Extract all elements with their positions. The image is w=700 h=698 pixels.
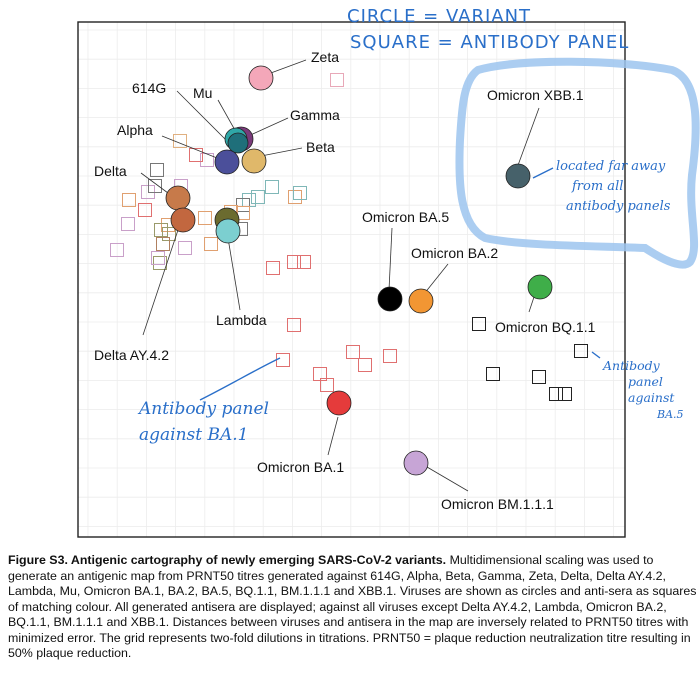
xbb-note-arrow [532, 167, 554, 179]
antiserum-square [189, 148, 203, 162]
antiserum-square [293, 186, 307, 200]
antiserum-square [383, 349, 397, 363]
antiserum-square [558, 387, 572, 401]
label-ba2: Omicron BA.2 [411, 245, 498, 261]
virus-alpha [214, 149, 240, 175]
note-xbb-l3: antibody panels [566, 199, 671, 214]
label-xbb1: Omicron XBB.1 [487, 87, 584, 103]
note-ba1-l1: Antibody panel [137, 399, 269, 419]
antiserum-square [122, 193, 136, 207]
antiserum-square [287, 255, 301, 269]
caption-title: Figure S3. Antigenic cartography of newl… [8, 553, 447, 567]
virus-circles [165, 65, 553, 476]
handwritten-annotations: CIRCLE = VARIANT SQUARE = ANTIBODY PANEL… [137, 6, 700, 445]
virus-beta [241, 148, 267, 174]
figure-caption: Figure S3. Antigenic cartography of newl… [8, 553, 698, 662]
virus-xbb1 [505, 163, 531, 189]
note-ba1-l2: against BA.1 [139, 425, 249, 445]
label-beta: Beta [306, 139, 335, 155]
antiserum-square [151, 251, 165, 265]
caption-body: Multidimensional scaling was used to gen… [8, 553, 697, 660]
virus-delta-ay42 [170, 207, 196, 233]
antiserum-square [251, 190, 265, 204]
antiserum-square [549, 387, 563, 401]
antiserum-square [110, 243, 124, 257]
virus-lambda [215, 218, 241, 244]
virus-bq11 [527, 274, 553, 300]
label-bm111: Omicron BM.1.1.1 [441, 496, 554, 512]
map-frame [77, 21, 626, 538]
antiserum-square [276, 353, 290, 367]
xbb-highlight-bubble [455, 57, 700, 269]
note-ba5-l4: BA.5 [656, 408, 684, 421]
antiserum-square [198, 211, 212, 225]
antiserum-square [154, 223, 168, 237]
antiserum-square [200, 153, 214, 167]
note-ba5-l2: panel [628, 374, 663, 389]
antiserum-square [320, 378, 334, 392]
note-ba5-l1: Antibody [602, 358, 661, 373]
note-xbb-l1: located far away [556, 159, 666, 174]
ba5-note-arrow [591, 351, 601, 359]
ba1-note-arrow [199, 357, 281, 401]
label-alpha: Alpha [117, 122, 153, 138]
antiserum-square [265, 180, 279, 194]
virus-ba5 [377, 286, 403, 312]
label-bq11: Omicron BQ.1.1 [495, 319, 596, 335]
antiserum-square [574, 344, 588, 358]
note-xbb-l2: from all [571, 179, 623, 194]
antiserum-square [532, 370, 546, 384]
antiserum-square [150, 163, 164, 177]
antiserum-square [266, 261, 280, 275]
antigenic-map: Zeta 614G Mu Gamma Beta Alpha Delta Delt… [77, 6, 700, 538]
note-circle-variant: CIRCLE = VARIANT [347, 6, 531, 27]
antiserum-square [121, 217, 135, 231]
note-ba5-l3: against [628, 390, 675, 405]
antiserum-square [148, 179, 162, 193]
antiserum-square [178, 241, 192, 255]
label-ba1: Omicron BA.1 [257, 459, 344, 475]
antiserum-square [330, 73, 344, 87]
label-gamma: Gamma [290, 107, 340, 123]
antiserum-square [204, 237, 218, 251]
label-delta: Delta [94, 163, 127, 179]
label-ba5: Omicron BA.5 [362, 209, 449, 225]
virus-gamma [227, 132, 249, 154]
label-zeta: Zeta [311, 49, 339, 65]
virus-labels: Zeta 614G Mu Gamma Beta Alpha Delta Delt… [94, 49, 596, 512]
virus-delta [165, 185, 191, 211]
antiserum-square [472, 317, 486, 331]
label-614g: 614G [132, 80, 166, 96]
antiserum-square [138, 203, 152, 217]
antiserum-square [287, 318, 301, 332]
antiserum-square [358, 358, 372, 372]
virus-bm111 [403, 450, 429, 476]
antiserum-square [346, 345, 360, 359]
antiserum-square [153, 256, 167, 270]
label-lambda: Lambda [216, 312, 267, 328]
label-delta-ay42: Delta AY.4.2 [94, 347, 169, 363]
virus-zeta [248, 65, 274, 91]
antiserum-square [297, 255, 311, 269]
antiserum-square [486, 367, 500, 381]
antiserum-square [288, 190, 302, 204]
virus-ba2 [408, 288, 434, 314]
note-square-antibody: SQUARE = ANTIBODY PANEL [350, 32, 629, 53]
label-mu: Mu [193, 85, 212, 101]
antiserum-square [156, 237, 170, 251]
virus-ba1 [326, 390, 352, 416]
